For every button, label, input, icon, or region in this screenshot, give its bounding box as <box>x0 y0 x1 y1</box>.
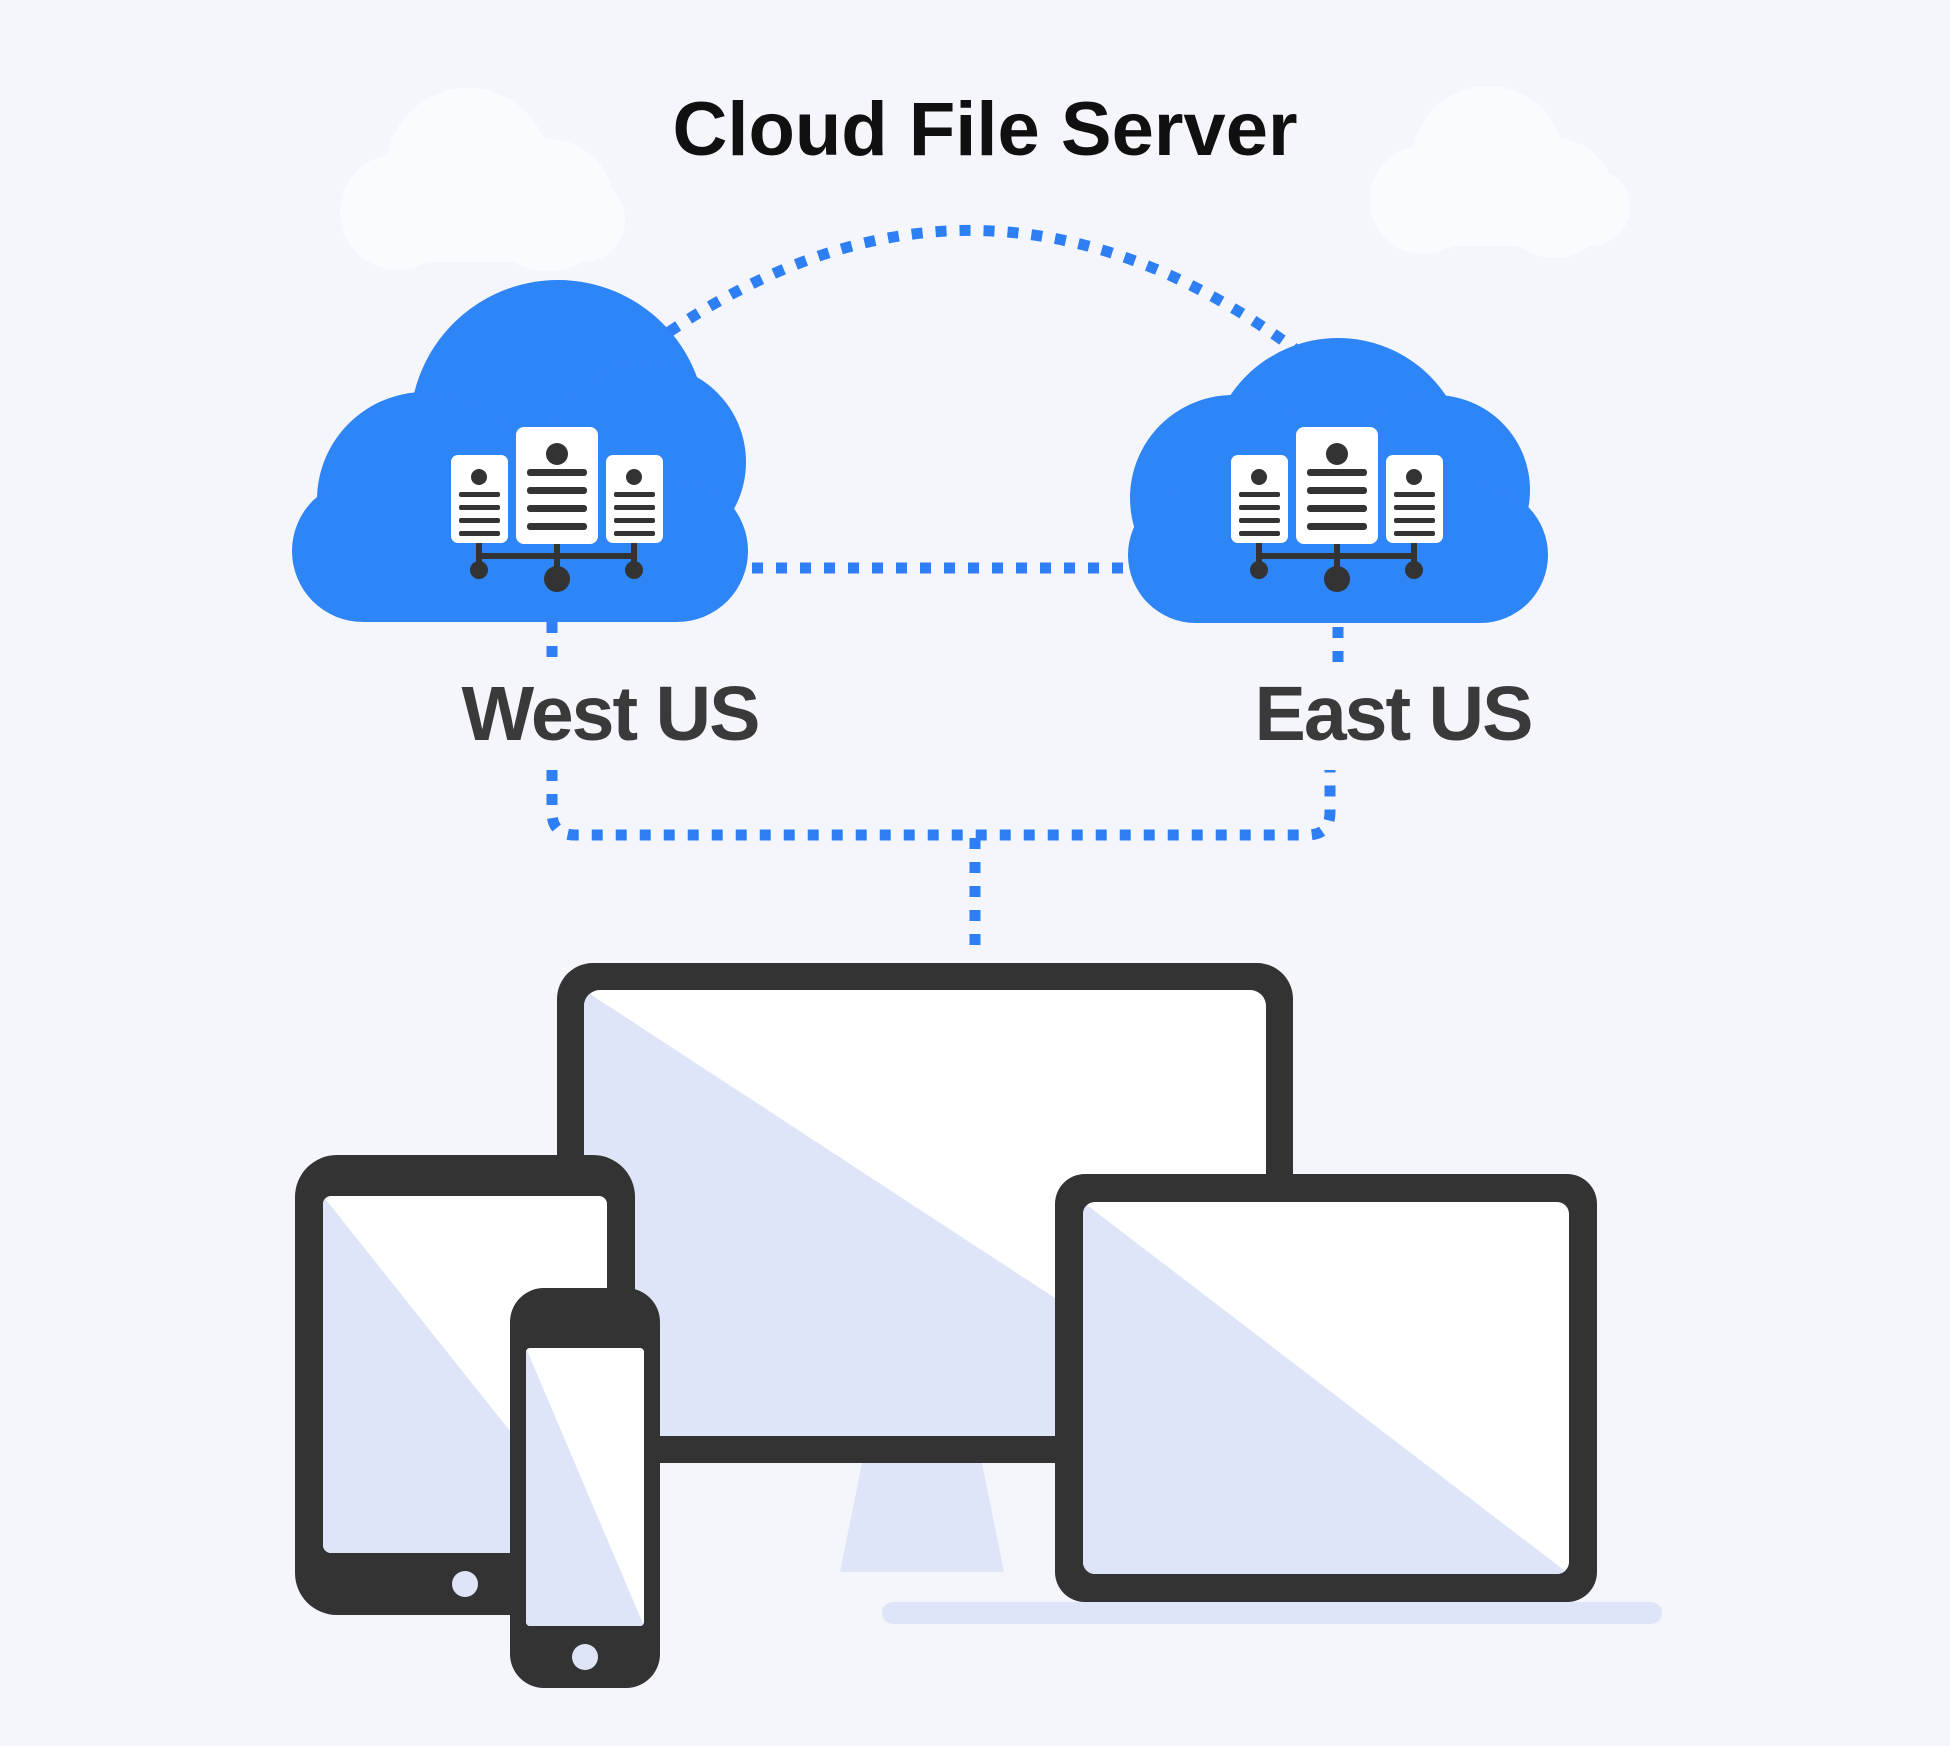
page-title: Cloud File Server <box>672 87 1298 172</box>
background-cloud-left-icon <box>340 88 625 271</box>
west-region-label: West US <box>461 671 761 757</box>
cloud-sync-arc-connector <box>626 224 1329 377</box>
laptop-base-shadow <box>882 1602 1662 1624</box>
phone-home-button <box>572 1644 598 1670</box>
east-cloud <box>1128 338 1548 623</box>
laptop-icon <box>882 1174 1662 1624</box>
east-region-label: East US <box>1254 671 1533 757</box>
background-cloud-right-icon <box>1370 86 1630 258</box>
monitor-stand <box>840 1463 1004 1572</box>
phone-screen <box>526 1348 644 1626</box>
tablet-home-button <box>452 1571 478 1597</box>
west-cloud <box>292 280 748 622</box>
clouds-to-devices-bracket-connector <box>546 770 1336 841</box>
smartphone-icon <box>510 1288 660 1688</box>
laptop-screen <box>1083 1202 1569 1574</box>
